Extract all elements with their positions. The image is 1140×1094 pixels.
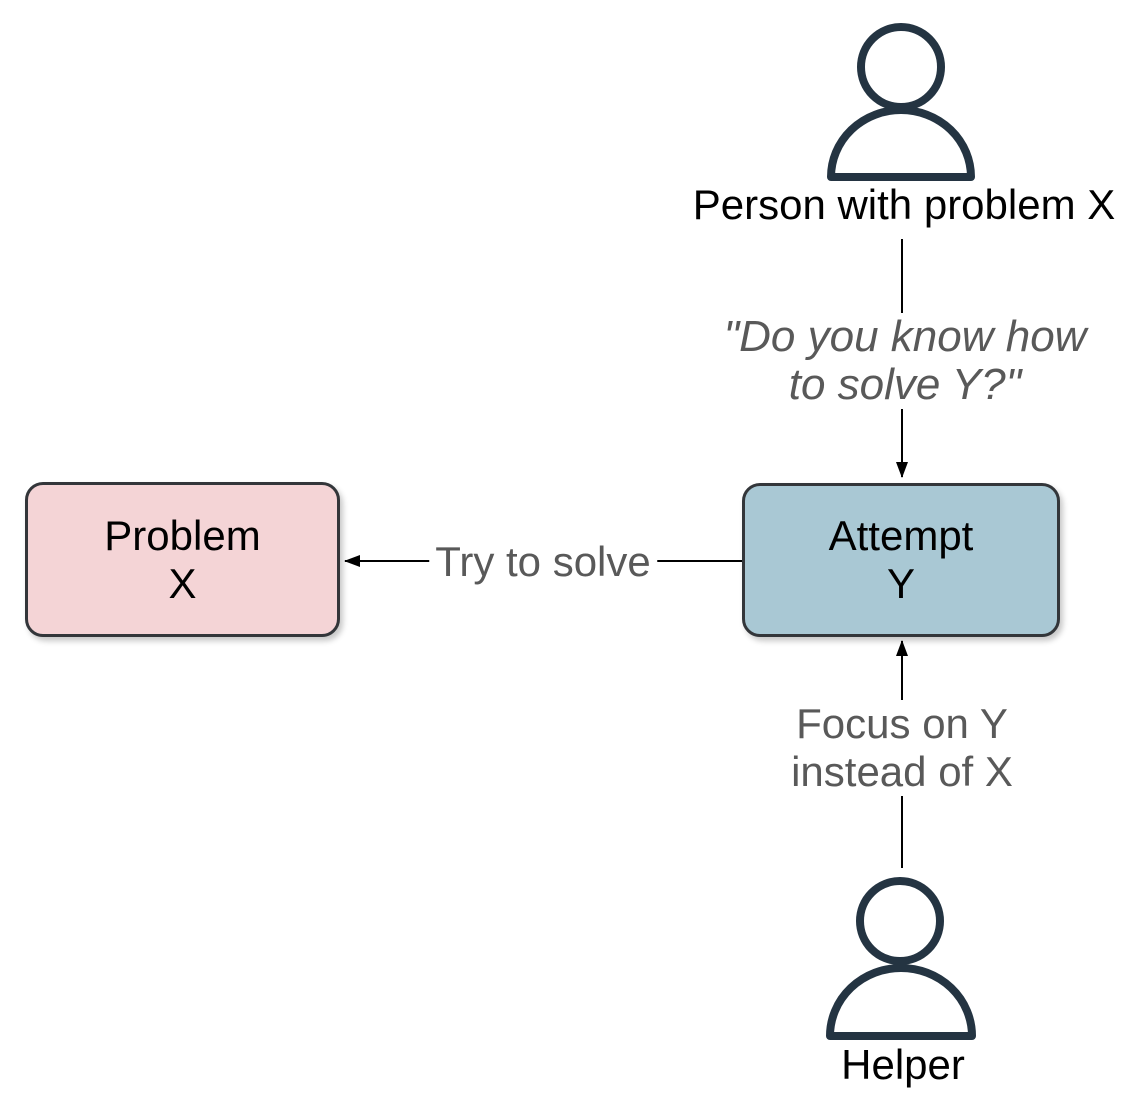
edge-label-ask-question: "Do you know how to solve Y?" [717, 312, 1093, 409]
actor-label-person-with-problem: Person with problem X [692, 181, 1116, 228]
edge-label-focus-on-y-line2: instead of X [791, 748, 1013, 795]
person-icon [827, 23, 975, 181]
node-problem-x-label-line2: X [168, 559, 197, 607]
edge-label-ask-question-line2: to solve Y?" [788, 360, 1022, 409]
edge-label-focus-on-y-line1: Focus on Y [796, 700, 1008, 747]
node-problem-x: Problem X [25, 482, 340, 637]
node-attempt-y-label-line2: Y [886, 560, 915, 607]
edge-label-try-to-solve: Try to solve [429, 538, 657, 586]
edge-label-focus-on-y: Focus on Y instead of X [785, 700, 1019, 796]
node-attempt-y-label-line1: Attempt [828, 512, 974, 559]
node-problem-x-label-line1: Problem [104, 511, 261, 559]
actor-label-helper: Helper [841, 1041, 965, 1088]
edge-label-ask-question-line1: "Do you know how [723, 312, 1087, 361]
helper-person-icon [826, 877, 976, 1040]
node-attempt-y: Attempt Y [742, 483, 1060, 637]
